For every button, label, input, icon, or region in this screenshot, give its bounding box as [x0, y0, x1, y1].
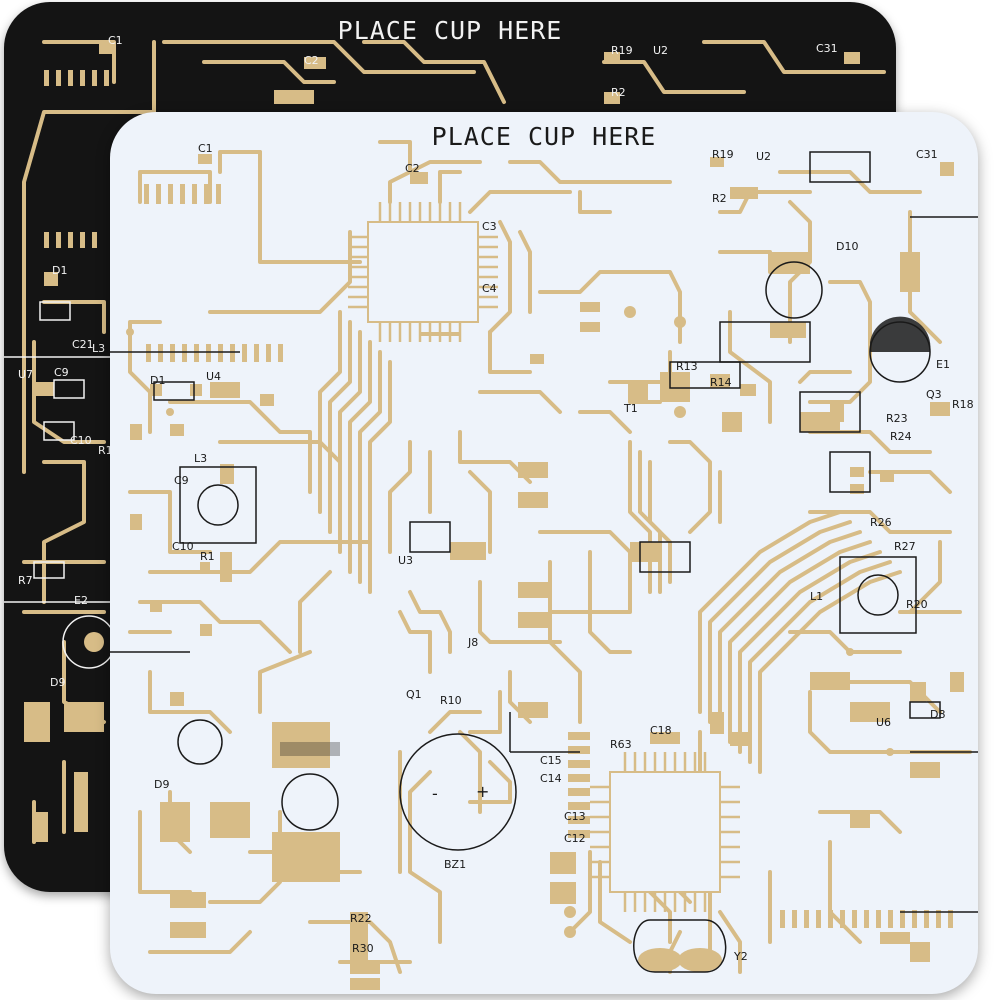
silkscreen-label: R2 [611, 86, 626, 99]
silkscreen-label: R23 [886, 412, 908, 425]
silkscreen-label: R2 [712, 192, 727, 205]
silkscreen-label: R19 [712, 148, 734, 161]
silkscreen-label: E1 [936, 358, 950, 371]
silkscreen-label: C2 [304, 54, 319, 67]
silkscreen-label: R14 [710, 376, 732, 389]
silkscreen-label: D1 [150, 374, 166, 387]
silkscreen-label: J8 [468, 636, 479, 649]
silkscreen-label: R10 [440, 694, 462, 707]
silkscreen-label: C4 [482, 282, 497, 295]
black-coaster-title: PLACE CUP HERE [337, 16, 563, 45]
silkscreen-label: C2 [405, 162, 420, 175]
silkscreen-label: R30 [352, 942, 374, 955]
silkscreen-label: R19 [611, 44, 633, 57]
buzzer-plus: + [476, 782, 490, 801]
silkscreen-label: C3 [482, 220, 497, 233]
silkscreen-label: R24 [890, 430, 912, 443]
silkscreen-label: R18 [952, 398, 974, 411]
silkscreen-label: C15 [540, 754, 562, 767]
silkscreen-label: Y2 [734, 950, 748, 963]
silkscreen-label: C12 [564, 832, 586, 845]
silkscreen-label: D1 [52, 264, 68, 277]
silkscreen-label: R27 [894, 540, 916, 553]
silkscreen-label: R1 [98, 444, 113, 457]
silkscreen-label: C1 [108, 34, 123, 47]
silkscreen-label: U6 [876, 716, 892, 729]
silkscreen-label: R63 [610, 738, 632, 751]
silkscreen-label: C14 [540, 772, 562, 785]
silkscreen-label: C31 [916, 148, 938, 161]
silkscreen-label: C31 [816, 42, 838, 55]
silkscreen-label: C21 [72, 338, 94, 351]
silkscreen-label: BZ1 [444, 858, 467, 871]
silkscreen-label: C13 [564, 810, 586, 823]
silkscreen-label: U4 [206, 370, 222, 383]
silkscreen-label: C10 [70, 434, 92, 447]
silkscreen-label: C1 [198, 142, 213, 155]
silkscreen-label: D10 [836, 240, 859, 253]
silkscreen-label: L3 [194, 452, 208, 465]
silkscreen-label: U7 [18, 368, 34, 381]
silkscreen-label: Q1 [406, 688, 422, 701]
silkscreen-label: R20 [906, 598, 928, 611]
silkscreen-label: Q3 [926, 388, 942, 401]
silkscreen-label: E2 [74, 594, 88, 607]
silkscreen-label: R13 [676, 360, 698, 373]
silkscreen-label: D8 [930, 708, 946, 721]
silkscreen-label: U3 [398, 554, 414, 567]
silkscreen-label: R22 [350, 912, 372, 925]
silkscreen-label: R1 [200, 550, 215, 563]
white-pcb-coaster: PLACE CUP HERE C1 C2 R19 U2 C31 R2 D10 D… [110, 112, 978, 994]
silkscreen-label: U2 [653, 44, 669, 57]
silkscreen-label: L1 [810, 590, 824, 603]
silkscreen-label: C9 [54, 366, 69, 379]
silkscreen-label: C10 [172, 540, 194, 553]
silkscreen-label: L3 [92, 342, 106, 355]
white-coaster-title: PLACE CUP HERE [431, 122, 657, 151]
silkscreen-label: D9 [154, 778, 170, 791]
silkscreen-label: R7 [18, 574, 33, 587]
white-pcb-traces [110, 140, 978, 990]
silkscreen-label: R26 [870, 516, 892, 529]
silkscreen-label: C9 [174, 474, 189, 487]
silkscreen-label: D9 [50, 676, 66, 689]
buzzer-minus: - [432, 784, 438, 803]
silkscreen-label: T1 [624, 402, 638, 415]
black-pcb-traces [4, 40, 886, 844]
silkscreen-label: U2 [756, 150, 772, 163]
silkscreen-label: C18 [650, 724, 672, 737]
